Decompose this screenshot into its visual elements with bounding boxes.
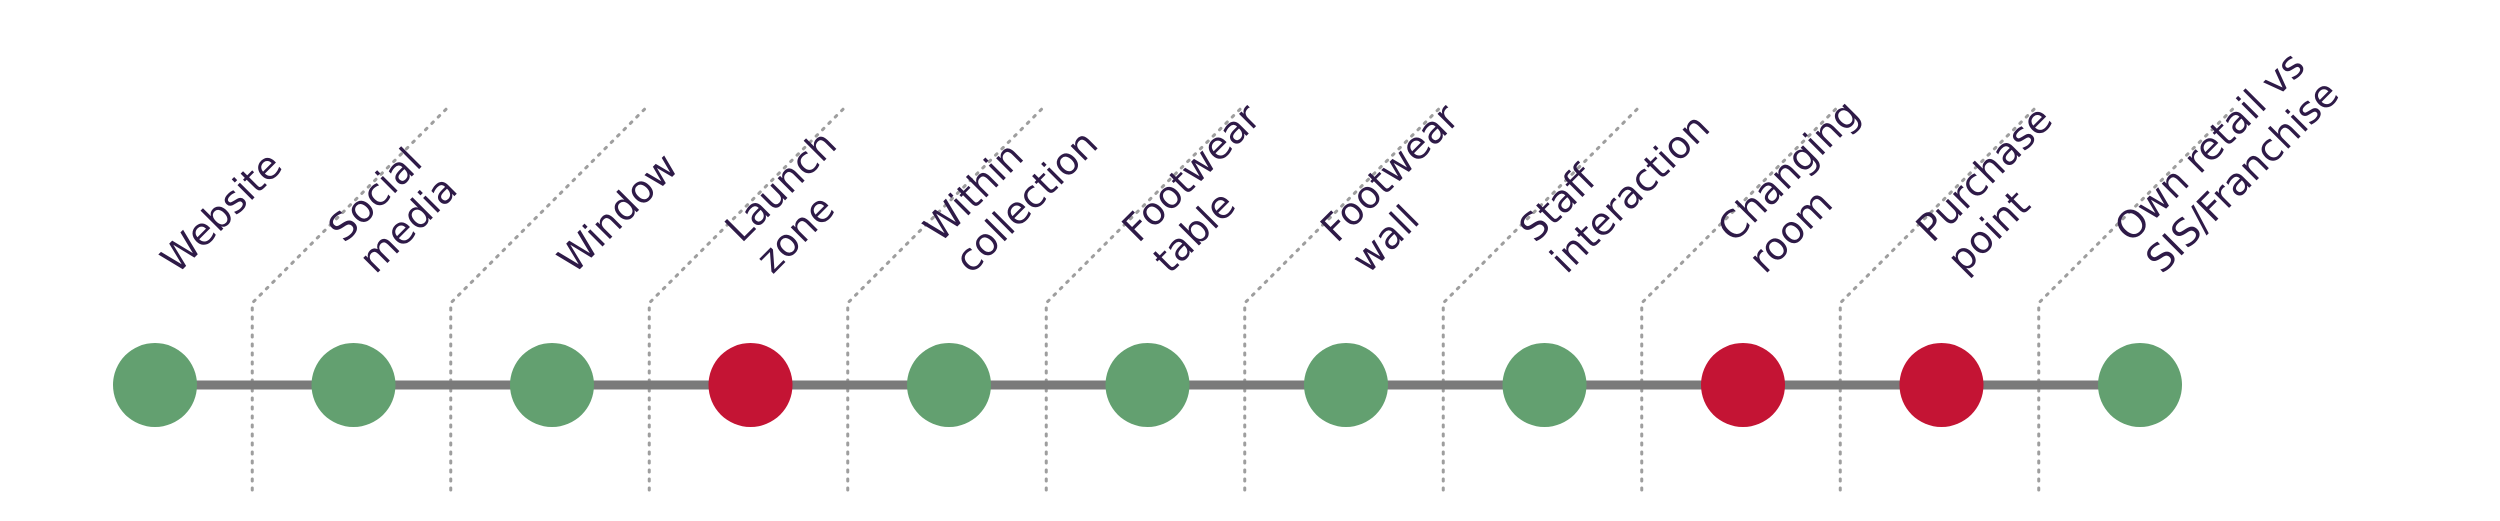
stage-divider (1044, 106, 1243, 492)
stage-label: Own retail vsSIS/Franchise (2106, 40, 2347, 281)
stage-node-issue (708, 343, 793, 427)
stage-divider (250, 106, 449, 492)
stage-node-ok (1304, 343, 1388, 427)
stage-label: Footwearwall (1312, 95, 1498, 281)
stage-dividers (250, 106, 2236, 492)
stage-label: Socialmedia (320, 135, 466, 281)
stage-divider (1838, 106, 2037, 492)
stage-node-ok (1105, 343, 1190, 427)
stage-label: Staffinteraction (1511, 74, 1719, 282)
stage-divider (449, 106, 648, 492)
stage-label: Window (549, 144, 686, 281)
stage-node-ok (2098, 343, 2182, 427)
stage-node-ok (311, 343, 396, 427)
stage-node-issue (1701, 343, 1785, 427)
stage-node-ok (907, 343, 991, 427)
stage-label: Footweartable (1114, 95, 1300, 281)
stage-node-ok (113, 343, 197, 427)
stage-label: Changingroom (1709, 91, 1899, 281)
stage-divider (1243, 106, 1442, 492)
stage-label-line: Window (549, 144, 686, 281)
stage-node-issue (1899, 343, 1984, 427)
stage-divider (2037, 106, 2236, 492)
stage-label: Launchzone (717, 122, 877, 282)
stage-nodes (113, 343, 2182, 427)
stage-divider (1640, 106, 1839, 492)
stage-divider (1441, 106, 1640, 492)
stage-label: Withincollection (915, 90, 1106, 281)
stage-divider (647, 106, 846, 492)
stage-node-ok (510, 343, 594, 427)
stage-divider (846, 106, 1045, 492)
stage-node-ok (1502, 343, 1587, 427)
stage-label: Purchasepoint (1908, 97, 2092, 281)
stage-label: Website (152, 143, 290, 281)
stage-label-line: Website (152, 143, 290, 281)
